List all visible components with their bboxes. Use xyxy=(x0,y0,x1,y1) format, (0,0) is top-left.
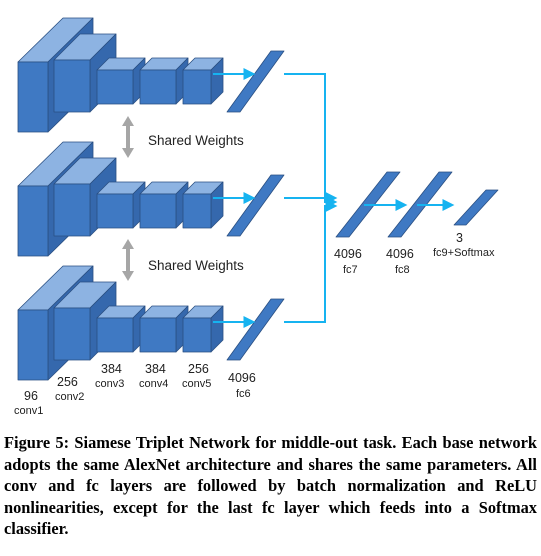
branch-middle xyxy=(17,141,285,257)
fc6-slab xyxy=(226,298,285,361)
connector-arrows xyxy=(284,73,338,323)
conv4-block xyxy=(139,57,189,105)
fc8-size: 4096 xyxy=(386,247,414,261)
shared-weights-label-top: Shared Weights xyxy=(148,133,244,148)
conv4-block xyxy=(139,181,189,229)
shared-weights-label-bottom: Shared Weights xyxy=(148,258,244,273)
conv5-name: conv5 xyxy=(182,378,211,390)
conv2-name: conv2 xyxy=(55,391,84,403)
fc9-slab xyxy=(453,189,499,226)
conv3-size: 384 xyxy=(101,362,122,376)
conv4-block xyxy=(139,305,189,353)
shared-weights-arrow-top xyxy=(122,116,134,158)
conv5-block xyxy=(182,181,224,229)
figure-label: Figure 5: xyxy=(4,433,70,452)
conv4-name: conv4 xyxy=(139,378,168,390)
fc6-size: 4096 xyxy=(228,371,256,385)
fc6-name: fc6 xyxy=(236,388,251,400)
fc7-size: 4096 xyxy=(334,247,362,261)
conv3-name: conv3 xyxy=(95,378,124,390)
conv5-size: 256 xyxy=(188,362,209,376)
branch-bottom xyxy=(17,265,285,381)
conv4-size: 384 xyxy=(145,362,166,376)
conv5-block xyxy=(182,305,224,353)
fc9-size: 3 xyxy=(456,231,463,245)
fc6-slab xyxy=(226,174,285,237)
conv3-block xyxy=(96,181,146,229)
bottom-branch-to-fc7-arrow xyxy=(284,200,338,323)
conv5-block xyxy=(182,57,224,105)
siamese-triplet-network-diagram: Shared Weights Shared Weights 96 conv1 2… xyxy=(14,17,499,417)
conv3-block xyxy=(96,57,146,105)
shared-weights-arrow-bottom xyxy=(122,239,134,281)
top-branch-to-fc7-arrow xyxy=(284,73,338,208)
figure-caption: Figure 5: Siamese Triplet Network for mi… xyxy=(4,432,537,540)
conv1-name: conv1 xyxy=(14,405,43,417)
conv2-size: 256 xyxy=(57,375,78,389)
caption-text: Siamese Triplet Network for middle-out t… xyxy=(4,433,538,539)
fc7-name: fc7 xyxy=(343,264,358,276)
conv3-block xyxy=(96,305,146,353)
fc9-name: fc9+Softmax xyxy=(433,247,495,259)
merged-fc-layers xyxy=(335,171,499,238)
fc8-name: fc8 xyxy=(395,264,410,276)
network-branches xyxy=(17,17,285,381)
fc6-slab xyxy=(226,50,285,113)
conv1-size: 96 xyxy=(24,389,38,403)
branch-top xyxy=(17,17,285,133)
